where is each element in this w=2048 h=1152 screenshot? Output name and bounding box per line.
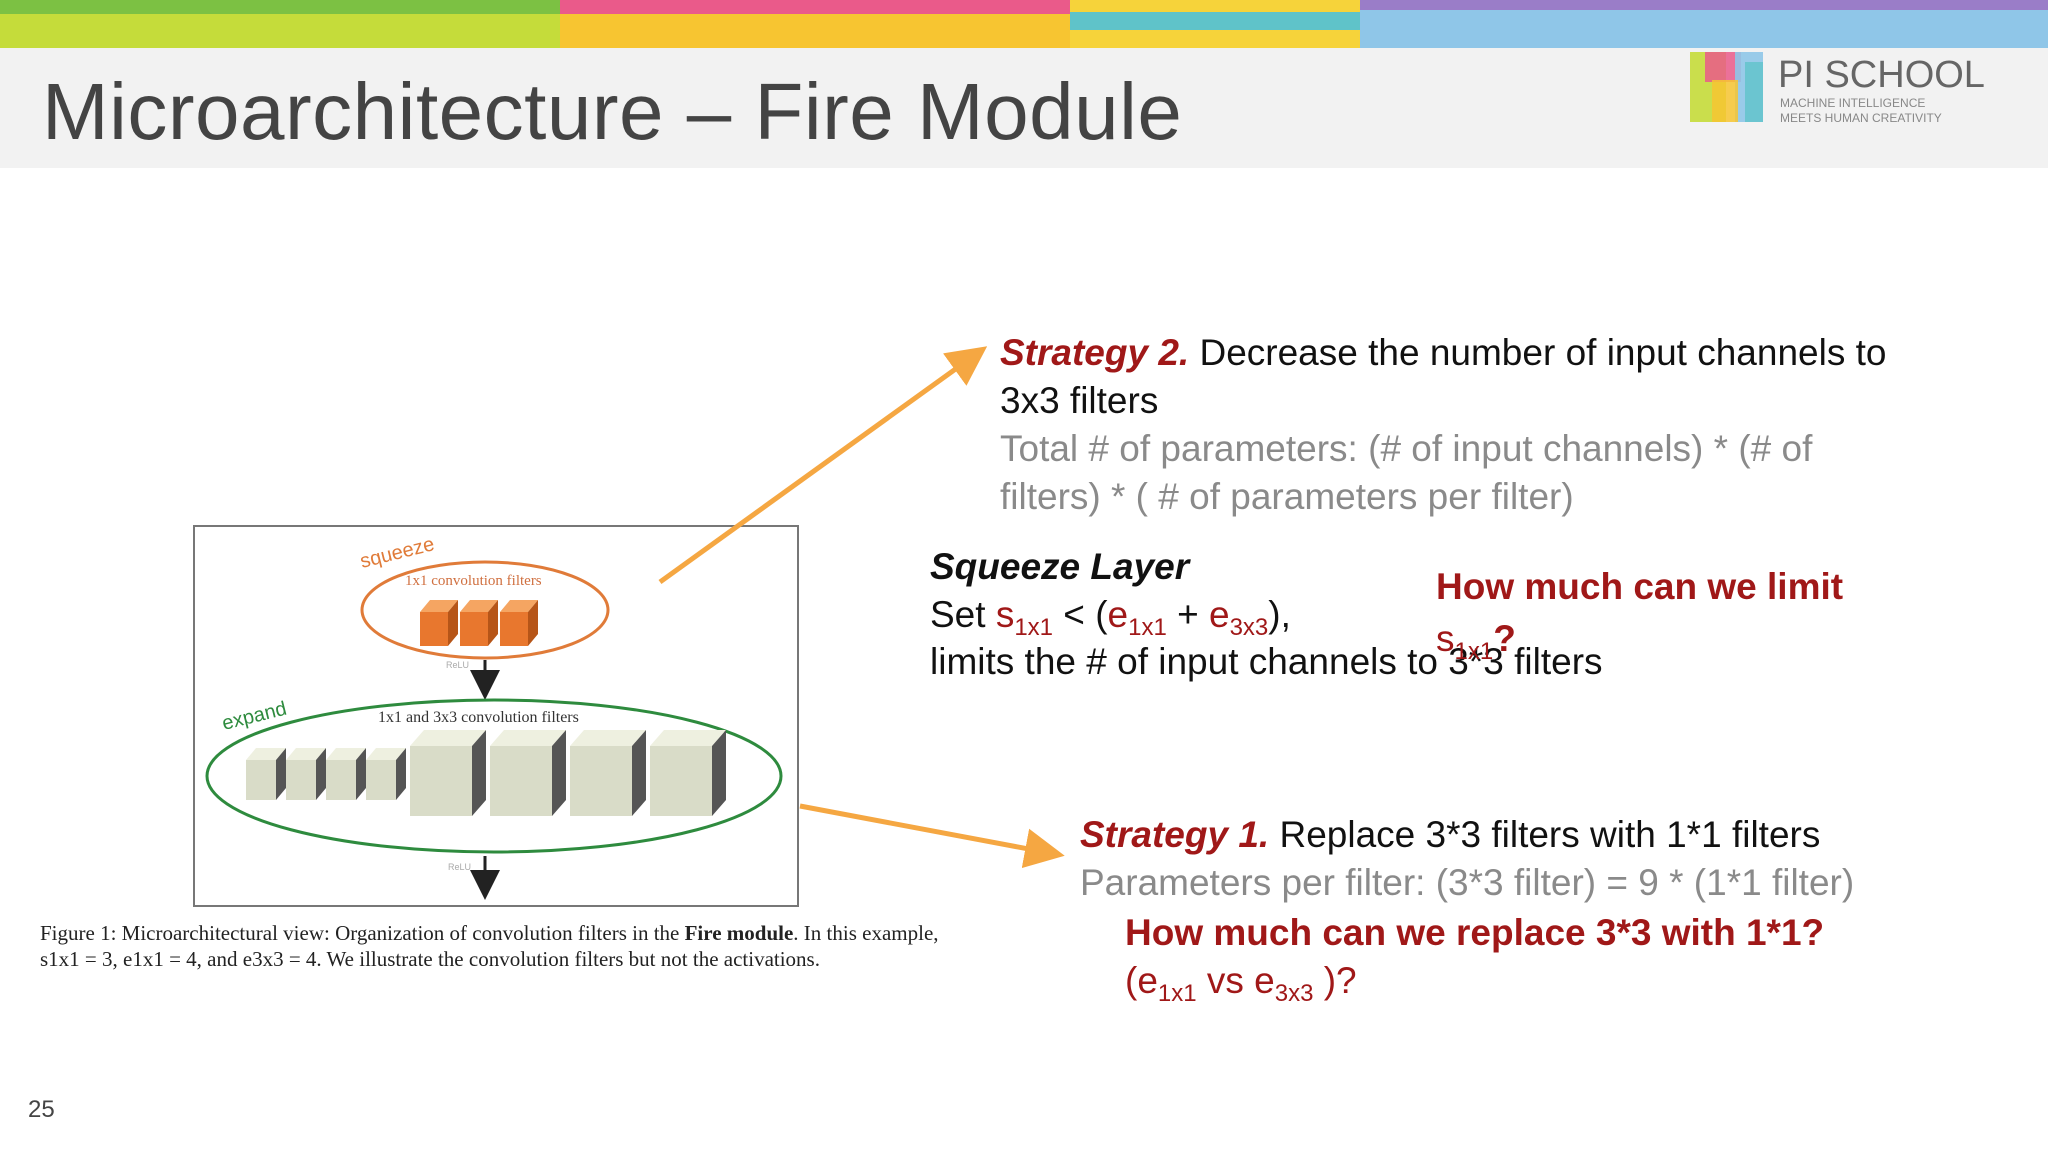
strategy-2-text: Decrease the number of input channels to bbox=[1189, 332, 1887, 373]
squeeze-layer-formula: Set s1x1 < (e1x1 + e3x3), bbox=[930, 594, 1291, 641]
strategy-1-label: Strategy 1. bbox=[1080, 814, 1270, 855]
strategy-2-label: Strategy 2. bbox=[1000, 332, 1190, 373]
squeeze-ellipse bbox=[360, 560, 610, 660]
squeeze-filters-label: 1x1 convolution filters bbox=[405, 573, 542, 589]
relu-2-label: ReLU bbox=[448, 862, 471, 872]
arrow-to-strategy-2 bbox=[658, 346, 988, 585]
squeeze-filter-cubes bbox=[420, 600, 538, 646]
logo-name: PI SCHOOL bbox=[1778, 54, 1985, 96]
strategy-2-line-1: Strategy 2. Decrease the number of input… bbox=[1000, 329, 1886, 377]
strategy-1-line: Strategy 1. Replace 3*3 filters with 1*1… bbox=[1080, 811, 1820, 859]
squeeze-layer-limits: limits the # of input channels to 3*3 fi… bbox=[930, 641, 1603, 682]
caption-bold: Fire module bbox=[684, 921, 794, 945]
logo-tagline: MACHINE INTELLIGENCE MEETS HUMAN CREATIV… bbox=[1780, 96, 1942, 126]
figure-caption: Figure 1: Microarchitectural view: Organ… bbox=[40, 920, 952, 972]
strategy-1-text: Replace 3*3 filters with 1*1 filters bbox=[1269, 814, 1821, 855]
strategy-2-params-line-2: filters) * ( # of parameters per filter) bbox=[1000, 476, 1574, 517]
logo-tagline-line-1: MACHINE INTELLIGENCE bbox=[1780, 96, 1926, 110]
squeeze-layer-title: Squeeze Layer bbox=[930, 546, 1190, 587]
expand-3x3-filter-cubes bbox=[410, 730, 726, 816]
caption-suffix: . In this example, s1x1 = 3, e1x1 = 4, a… bbox=[40, 921, 939, 971]
caption-prefix: Figure 1: Microarchitectural view: Organ… bbox=[40, 921, 685, 945]
question-limit-line-2: s1x1? bbox=[1436, 618, 1516, 665]
question-limit-line-1: How much can we limit bbox=[1436, 566, 1844, 607]
slide-title: Microarchitecture – Fire Module bbox=[42, 67, 1183, 156]
question-replace-line-1: How much can we replace 3*3 with 1*1? bbox=[1125, 912, 1825, 953]
relu-1-label: ReLU bbox=[446, 660, 469, 670]
fire-module-figure bbox=[193, 525, 799, 907]
expand-filters-label: 1x1 and 3x3 convolution filters bbox=[378, 709, 579, 726]
strategy-2-line-2: 3x3 filters bbox=[1000, 380, 1159, 421]
expand-ellipse bbox=[205, 698, 783, 854]
expand-label: expand bbox=[220, 698, 289, 735]
page-number: 25 bbox=[28, 1096, 55, 1123]
top-color-stripes bbox=[0, 0, 2048, 48]
logo-tagline-line-2: MEETS HUMAN CREATIVITY bbox=[1780, 111, 1942, 125]
expand-1x1-filter-cubes bbox=[246, 748, 406, 800]
arrow-to-strategy-1 bbox=[799, 803, 1065, 869]
strategy-2-params-line-1: Total # of parameters: (# of input chann… bbox=[1000, 428, 1813, 469]
strategy-1-params: Parameters per filter: (3*3 filter) = 9 … bbox=[1080, 862, 1855, 903]
question-replace-line-2: (e1x1 vs e3x3 )? bbox=[1125, 960, 1357, 1007]
